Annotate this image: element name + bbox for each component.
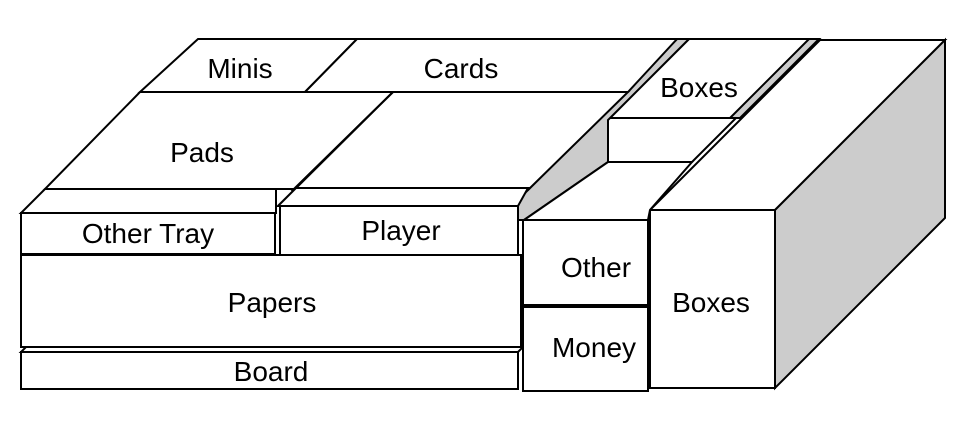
minis-label: Minis: [207, 53, 272, 84]
money-label: Money: [552, 332, 636, 363]
other-tray-label: Other Tray: [82, 218, 214, 249]
money-front-face: [522, 306, 649, 392]
board-front-face: [20, 351, 519, 390]
boxes-large-front-face: [649, 209, 776, 389]
player-label: Player: [361, 215, 440, 246]
other-tray-lip: [18, 188, 277, 214]
board-label: Board: [234, 356, 309, 387]
pads-label: Pads: [170, 137, 234, 168]
player-lip: [275, 187, 530, 207]
boxes-small-label: Boxes: [660, 72, 738, 103]
other-label: Other: [561, 252, 631, 283]
cards-label: Cards: [424, 53, 499, 84]
papers-label: Papers: [228, 287, 317, 318]
boxes-large-label: Boxes: [672, 287, 750, 318]
other-front-face: [522, 219, 649, 306]
